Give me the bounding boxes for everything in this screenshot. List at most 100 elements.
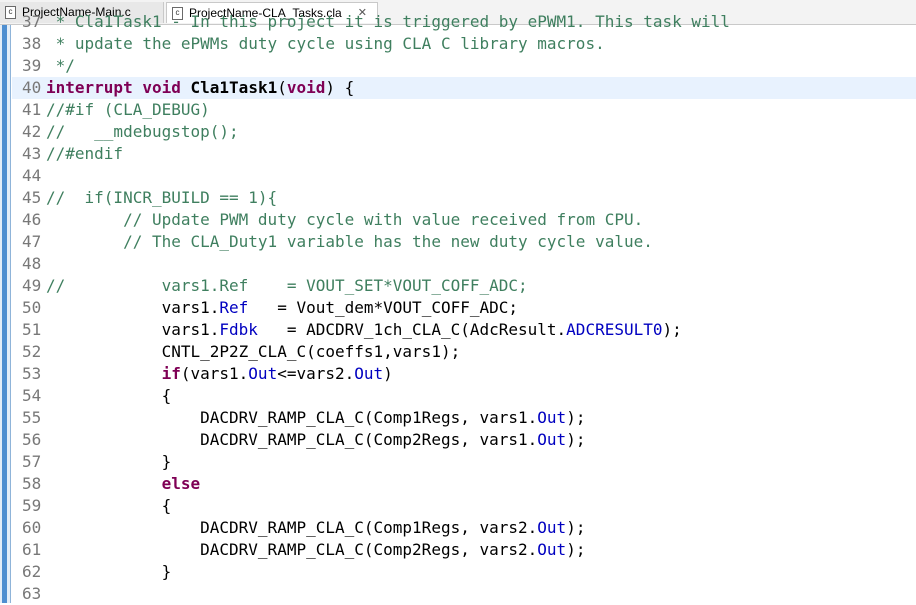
line-number: 54 <box>22 386 42 405</box>
code-line[interactable]: 61 DACDRV_RAMP_CLA_C(Comp2Regs, vars2.Ou… <box>12 539 916 561</box>
line-code: */ <box>46 55 75 77</box>
editor-tab-bar: c ProjectName-Main.c c ProjectName-CLA_T… <box>0 0 916 25</box>
line-number: 53 <box>22 364 42 383</box>
code-line[interactable]: 38 * update the ePWMs duty cycle using C… <box>12 33 916 55</box>
code-line[interactable]: 54 { <box>12 385 916 407</box>
code-token: //#endif <box>46 144 124 163</box>
line-number: 41 <box>22 100 42 119</box>
line-code: vars1.Ref = Vout_dem*VOUT_COFF_ADC; <box>46 297 518 319</box>
code-token: = ADCDRV_1ch_CLA_C(AdcResult. <box>257 320 567 339</box>
code-line[interactable]: 43//#endif <box>12 143 916 165</box>
code-token: // __mdebugstop(); <box>46 122 239 141</box>
code-token: DACDRV_RAMP_CLA_C(Comp1Regs, vars1. <box>46 408 538 427</box>
code-token: } <box>46 562 172 581</box>
code-token: } <box>46 452 172 471</box>
line-number: 51 <box>22 320 42 339</box>
code-token: (vars1. <box>180 364 249 383</box>
line-number: 60 <box>22 518 42 537</box>
line-number: 46 <box>22 210 42 229</box>
code-line[interactable]: 56 DACDRV_RAMP_CLA_C(Comp2Regs, vars1.Ou… <box>12 429 916 451</box>
line-number: 40 <box>22 78 42 97</box>
tab-label: ProjectName-CLA_Tasks.cla <box>189 6 342 20</box>
code-line[interactable]: 44 <box>12 165 916 187</box>
line-number: 57 <box>22 452 42 471</box>
line-code: DACDRV_RAMP_CLA_C(Comp2Regs, vars2.Out); <box>46 539 585 561</box>
code-token: */ <box>46 56 75 75</box>
code-token <box>181 78 191 97</box>
code-line[interactable]: 52 CNTL_2P2Z_CLA_C(coeffs1,vars1); <box>12 341 916 363</box>
line-code: //#if (CLA_DEBUG) <box>46 99 210 121</box>
line-code: if(vars1.Out<=vars2.Out) <box>46 363 393 385</box>
code-line[interactable]: 51 vars1.Fdbk = ADCDRV_1ch_CLA_C(AdcResu… <box>12 319 916 341</box>
code-token: ADCRESULT0 <box>566 320 663 339</box>
code-token: // The CLA_Duty1 variable has the new du… <box>46 232 653 251</box>
code-token: Ref <box>219 298 249 317</box>
line-code: // if(INCR_BUILD == 1){ <box>46 187 277 209</box>
code-line[interactable]: 39 */ <box>12 55 916 77</box>
tab-projectname-main-c[interactable]: c ProjectName-Main.c <box>0 2 164 23</box>
line-code: // vars1.Ref = VOUT_SET*VOUT_COFF_ADC; <box>46 275 528 297</box>
code-line[interactable]: 62 } <box>12 561 916 583</box>
line-code: } <box>46 561 172 583</box>
ruler-strip <box>2 25 7 603</box>
line-number: 49 <box>22 276 42 295</box>
line-number: 56 <box>22 430 42 449</box>
code-token: Out <box>248 364 278 383</box>
code-line[interactable]: 42// __mdebugstop(); <box>12 121 916 143</box>
code-line[interactable]: 41//#if (CLA_DEBUG) <box>12 99 916 121</box>
line-number: 43 <box>22 144 42 163</box>
code-line[interactable]: 55 DACDRV_RAMP_CLA_C(Comp1Regs, vars1.Ou… <box>12 407 916 429</box>
code-line[interactable]: 57 } <box>12 451 916 473</box>
line-code: { <box>46 495 172 517</box>
code-token: Out <box>537 408 567 427</box>
code-line[interactable]: 63 <box>12 583 916 605</box>
code-line[interactable]: 60 DACDRV_RAMP_CLA_C(Comp1Regs, vars2.Ou… <box>12 517 916 539</box>
line-code: CNTL_2P2Z_CLA_C(coeffs1,vars1); <box>46 341 461 363</box>
code-token: Fdbk <box>219 320 258 339</box>
code-token: void <box>142 78 181 97</box>
code-token: * update the ePWMs duty cycle using CLA … <box>46 34 605 53</box>
code-token: interrupt <box>46 78 133 97</box>
line-number: 58 <box>22 474 42 493</box>
c-file-icon: c <box>172 7 183 20</box>
code-line[interactable]: 37 * Cla1Task1 - In this project it is t… <box>12 11 916 33</box>
line-code: { <box>46 385 172 407</box>
line-number: 47 <box>22 232 42 251</box>
code-line[interactable]: 59 { <box>12 495 916 517</box>
code-token: = Vout_dem*VOUT_COFF_ADC; <box>248 298 519 317</box>
line-number: 37 <box>22 12 42 31</box>
code-token <box>46 364 162 383</box>
code-token: // if(INCR_BUILD == 1){ <box>46 188 278 207</box>
line-number: 61 <box>22 540 42 559</box>
line-number: 59 <box>22 496 42 515</box>
code-line[interactable]: 58 else <box>12 473 916 495</box>
code-token: ); <box>566 540 586 559</box>
code-token: Out <box>537 540 567 559</box>
code-editor[interactable]: 37 * Cla1Task1 - In this project it is t… <box>0 12 916 605</box>
code-token: { <box>46 386 172 405</box>
code-token: * Cla1Task1 - In this project it is trig… <box>46 12 730 31</box>
line-number: 62 <box>22 562 42 581</box>
code-token: { <box>46 496 172 515</box>
code-line[interactable]: 46 // Update PWM duty cycle with value r… <box>12 209 916 231</box>
code-line[interactable]: 45// if(INCR_BUILD == 1){ <box>12 187 916 209</box>
code-line[interactable]: 47 // The CLA_Duty1 variable has the new… <box>12 231 916 253</box>
code-line[interactable]: 53 if(vars1.Out<=vars2.Out) <box>12 363 916 385</box>
line-number: 44 <box>22 166 42 185</box>
code-token: ) { <box>325 78 355 97</box>
code-line[interactable]: 48 <box>12 253 916 275</box>
code-line[interactable]: 50 vars1.Ref = Vout_dem*VOUT_COFF_ADC; <box>12 297 916 319</box>
code-token: //#if (CLA_DEBUG) <box>46 100 210 119</box>
code-token: ); <box>566 408 586 427</box>
code-line[interactable]: 49// vars1.Ref = VOUT_SET*VOUT_COFF_ADC; <box>12 275 916 297</box>
code-token: ); <box>566 430 586 449</box>
code-token: else <box>161 474 201 493</box>
line-number: 55 <box>22 408 42 427</box>
code-token: <=vars2. <box>277 364 355 383</box>
tab-label: ProjectName-Main.c <box>22 5 131 19</box>
tab-projectname-cla-tasks-cla[interactable]: c ProjectName-CLA_Tasks.cla ✕ <box>166 2 378 23</box>
close-icon[interactable]: ✕ <box>357 7 367 19</box>
code-token: DACDRV_RAMP_CLA_C(Comp1Regs, vars2. <box>46 518 538 537</box>
line-number: 38 <box>22 34 42 53</box>
